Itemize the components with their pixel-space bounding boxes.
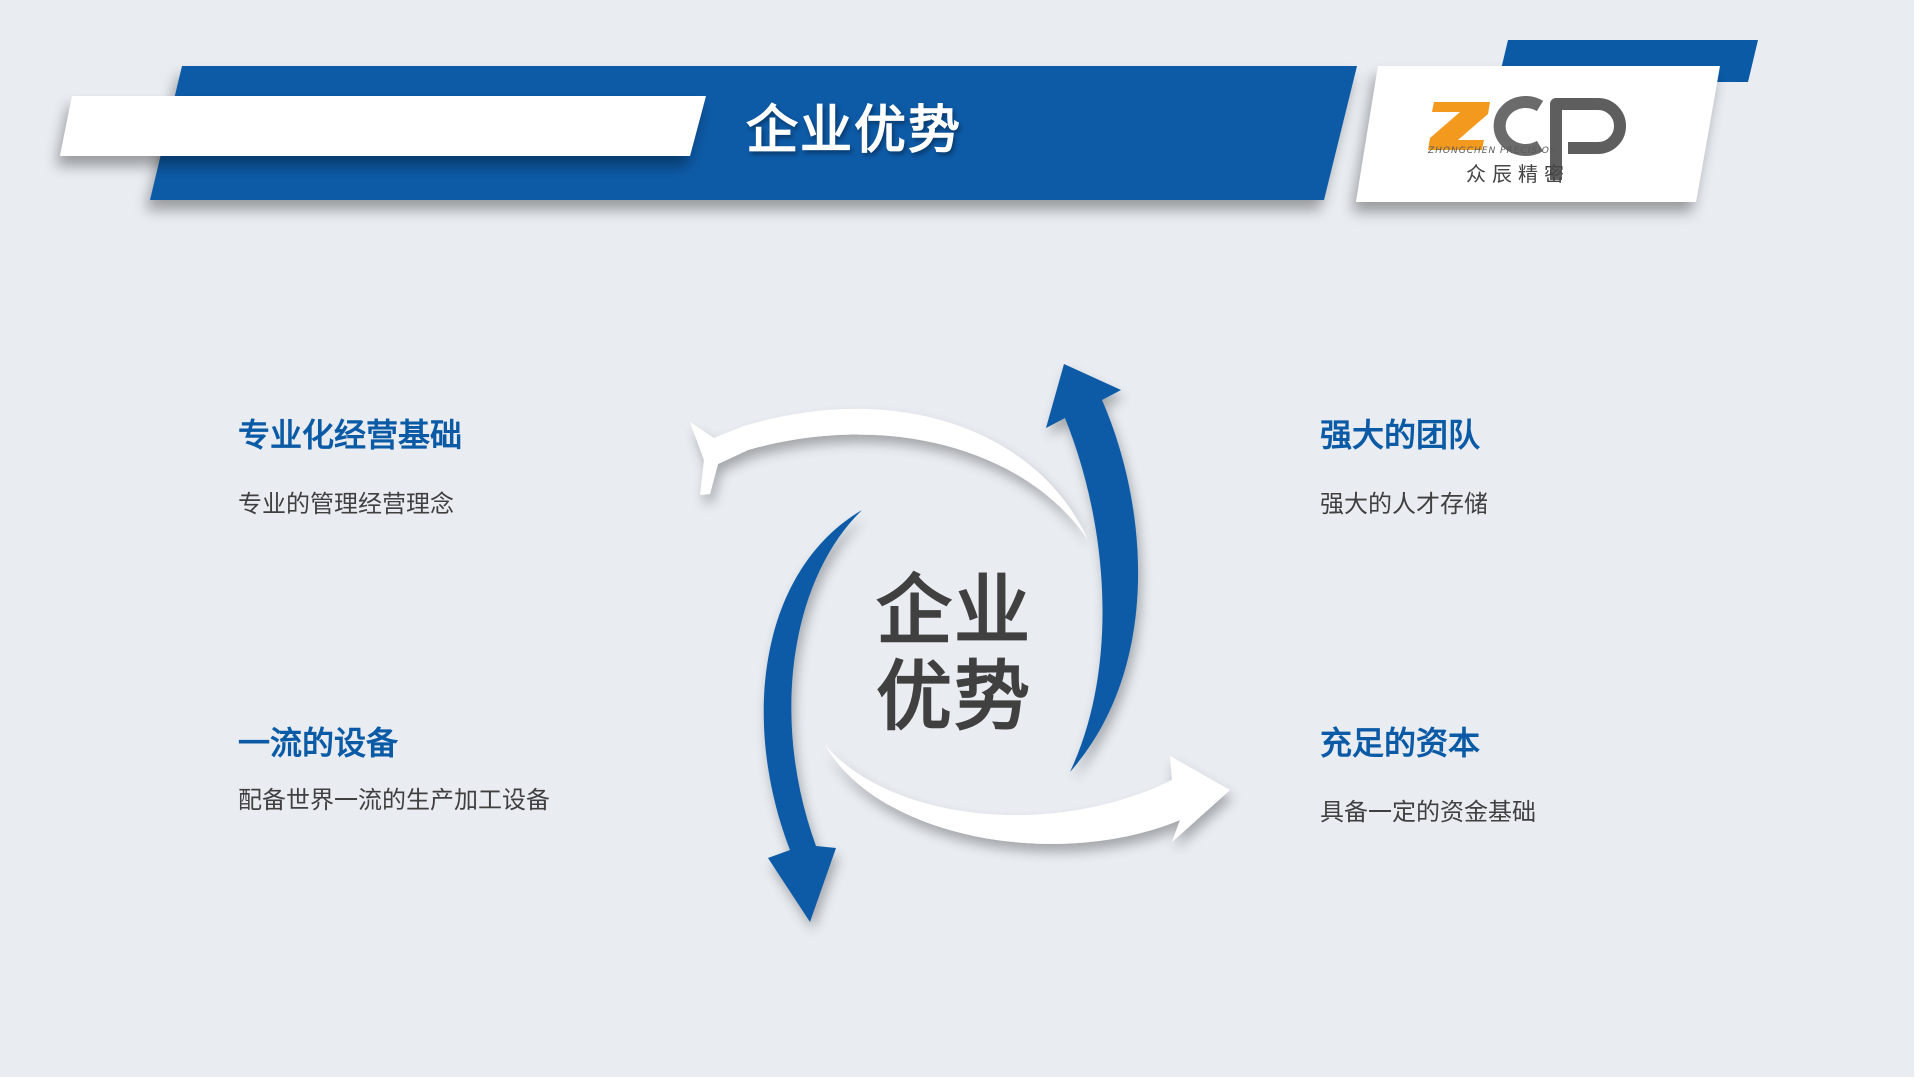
advantage-desc-capital: 具备一定的资金基础 [1320, 798, 1536, 826]
arrow-right [1046, 364, 1139, 772]
center-label-line1: 企业 [876, 566, 1032, 655]
slide-edge-bottom [0, 1077, 1920, 1083]
advantage-desc-management: 专业的管理经营理念 [238, 490, 454, 518]
logo-panel [1356, 66, 1720, 202]
advantage-desc-equipment: 配备世界一流的生产加工设备 [238, 786, 550, 814]
header-white-band [60, 96, 706, 156]
advantage-title-team: 强大的团队 [1320, 416, 1481, 454]
center-label: 企业 优势 [864, 568, 1044, 740]
center-label-line2: 优势 [876, 652, 1032, 741]
advantage-title-equipment: 一流的设备 [238, 724, 399, 762]
arrow-bottom [825, 745, 1230, 844]
arrow-top-left [690, 408, 1088, 540]
logo-chinese-name: 众辰精密 [1466, 162, 1570, 186]
cycle-arrows [690, 364, 1230, 922]
advantage-title-management: 专业化经营基础 [238, 416, 463, 454]
page-title: 企业优势 [746, 101, 963, 161]
advantage-title-capital: 充足的资本 [1320, 724, 1481, 762]
arrow-left [763, 510, 862, 922]
slide-edge-right [1914, 0, 1920, 1083]
header-banner [60, 40, 1758, 202]
advantage-desc-team: 强大的人才存储 [1320, 490, 1488, 518]
zcp-logo [1428, 96, 1626, 180]
logo-subtitle: ZHONGCHEN PRECISION [1428, 146, 1558, 156]
